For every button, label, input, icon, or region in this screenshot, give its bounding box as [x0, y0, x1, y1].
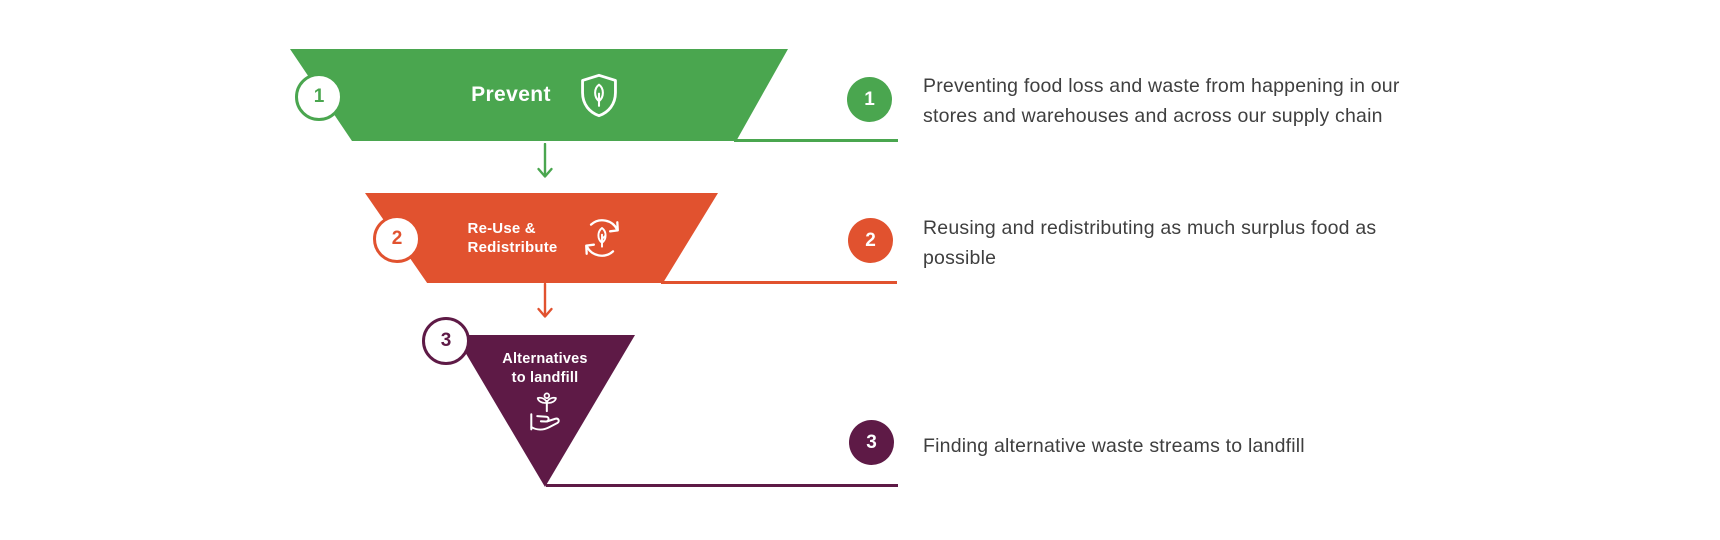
stage-3-number-badge: 3 [422, 317, 470, 365]
stage-1-number: 1 [313, 86, 325, 107]
stage-2-label-line1: Re-Use & [467, 220, 536, 237]
funnel-stage-alternatives-landfill: Alternatives to landfill [455, 335, 635, 487]
stage-2-number: 2 [391, 228, 403, 249]
description-2-number: 2 [865, 229, 876, 251]
funnel-stage-reuse-redistribute: Re-Use & Redistribute [365, 193, 718, 283]
shield-leaf-icon [577, 72, 621, 119]
description-2-text: Reusing and redistributing as much surpl… [923, 213, 1376, 273]
description-1-number-badge: 1 [847, 77, 892, 122]
stage-2-connector-line [661, 281, 897, 284]
description-3-line1: Finding alternative waste streams to lan… [923, 435, 1305, 457]
description-1-text: Preventing food loss and waste from happ… [923, 71, 1400, 131]
stage-3-label-line1: Alternatives [502, 351, 588, 367]
recycle-leaf-icon [579, 216, 625, 260]
description-3-text: Finding alternative waste streams to lan… [923, 431, 1305, 461]
funnel-stage-prevent: Prevent [290, 49, 788, 141]
stage-1-number-badge: 1 [295, 73, 343, 121]
description-3-number-badge: 3 [849, 420, 894, 465]
stage-1-label: Prevent [471, 83, 551, 106]
stage-3-label-line2: to landfill [511, 370, 579, 386]
description-1-line1: Preventing food loss and waste from happ… [923, 75, 1400, 97]
stage-1-connector-line [734, 139, 898, 142]
stage-2-label-line2: Redistribute [467, 239, 558, 256]
hand-plant-icon [522, 391, 568, 433]
stage-3-connector-line [546, 484, 898, 487]
arrow-down-green-icon [536, 142, 554, 181]
arrow-down-orange-icon [536, 282, 554, 321]
stage-3-label: Alternatives to landfill [502, 350, 587, 388]
stage-2-label: Re-Use & Redistribute [468, 219, 558, 257]
description-2-number-badge: 2 [848, 218, 893, 263]
description-2-line1: Reusing and redistributing as much surpl… [923, 217, 1377, 239]
description-3-number: 3 [866, 431, 877, 453]
description-1-line2: stores and warehouses and across our sup… [923, 105, 1383, 127]
stage-3-number: 3 [440, 330, 452, 351]
description-1-number: 1 [864, 88, 875, 110]
stage-2-number-badge: 2 [373, 215, 421, 263]
description-2-line2: possible [923, 247, 997, 269]
